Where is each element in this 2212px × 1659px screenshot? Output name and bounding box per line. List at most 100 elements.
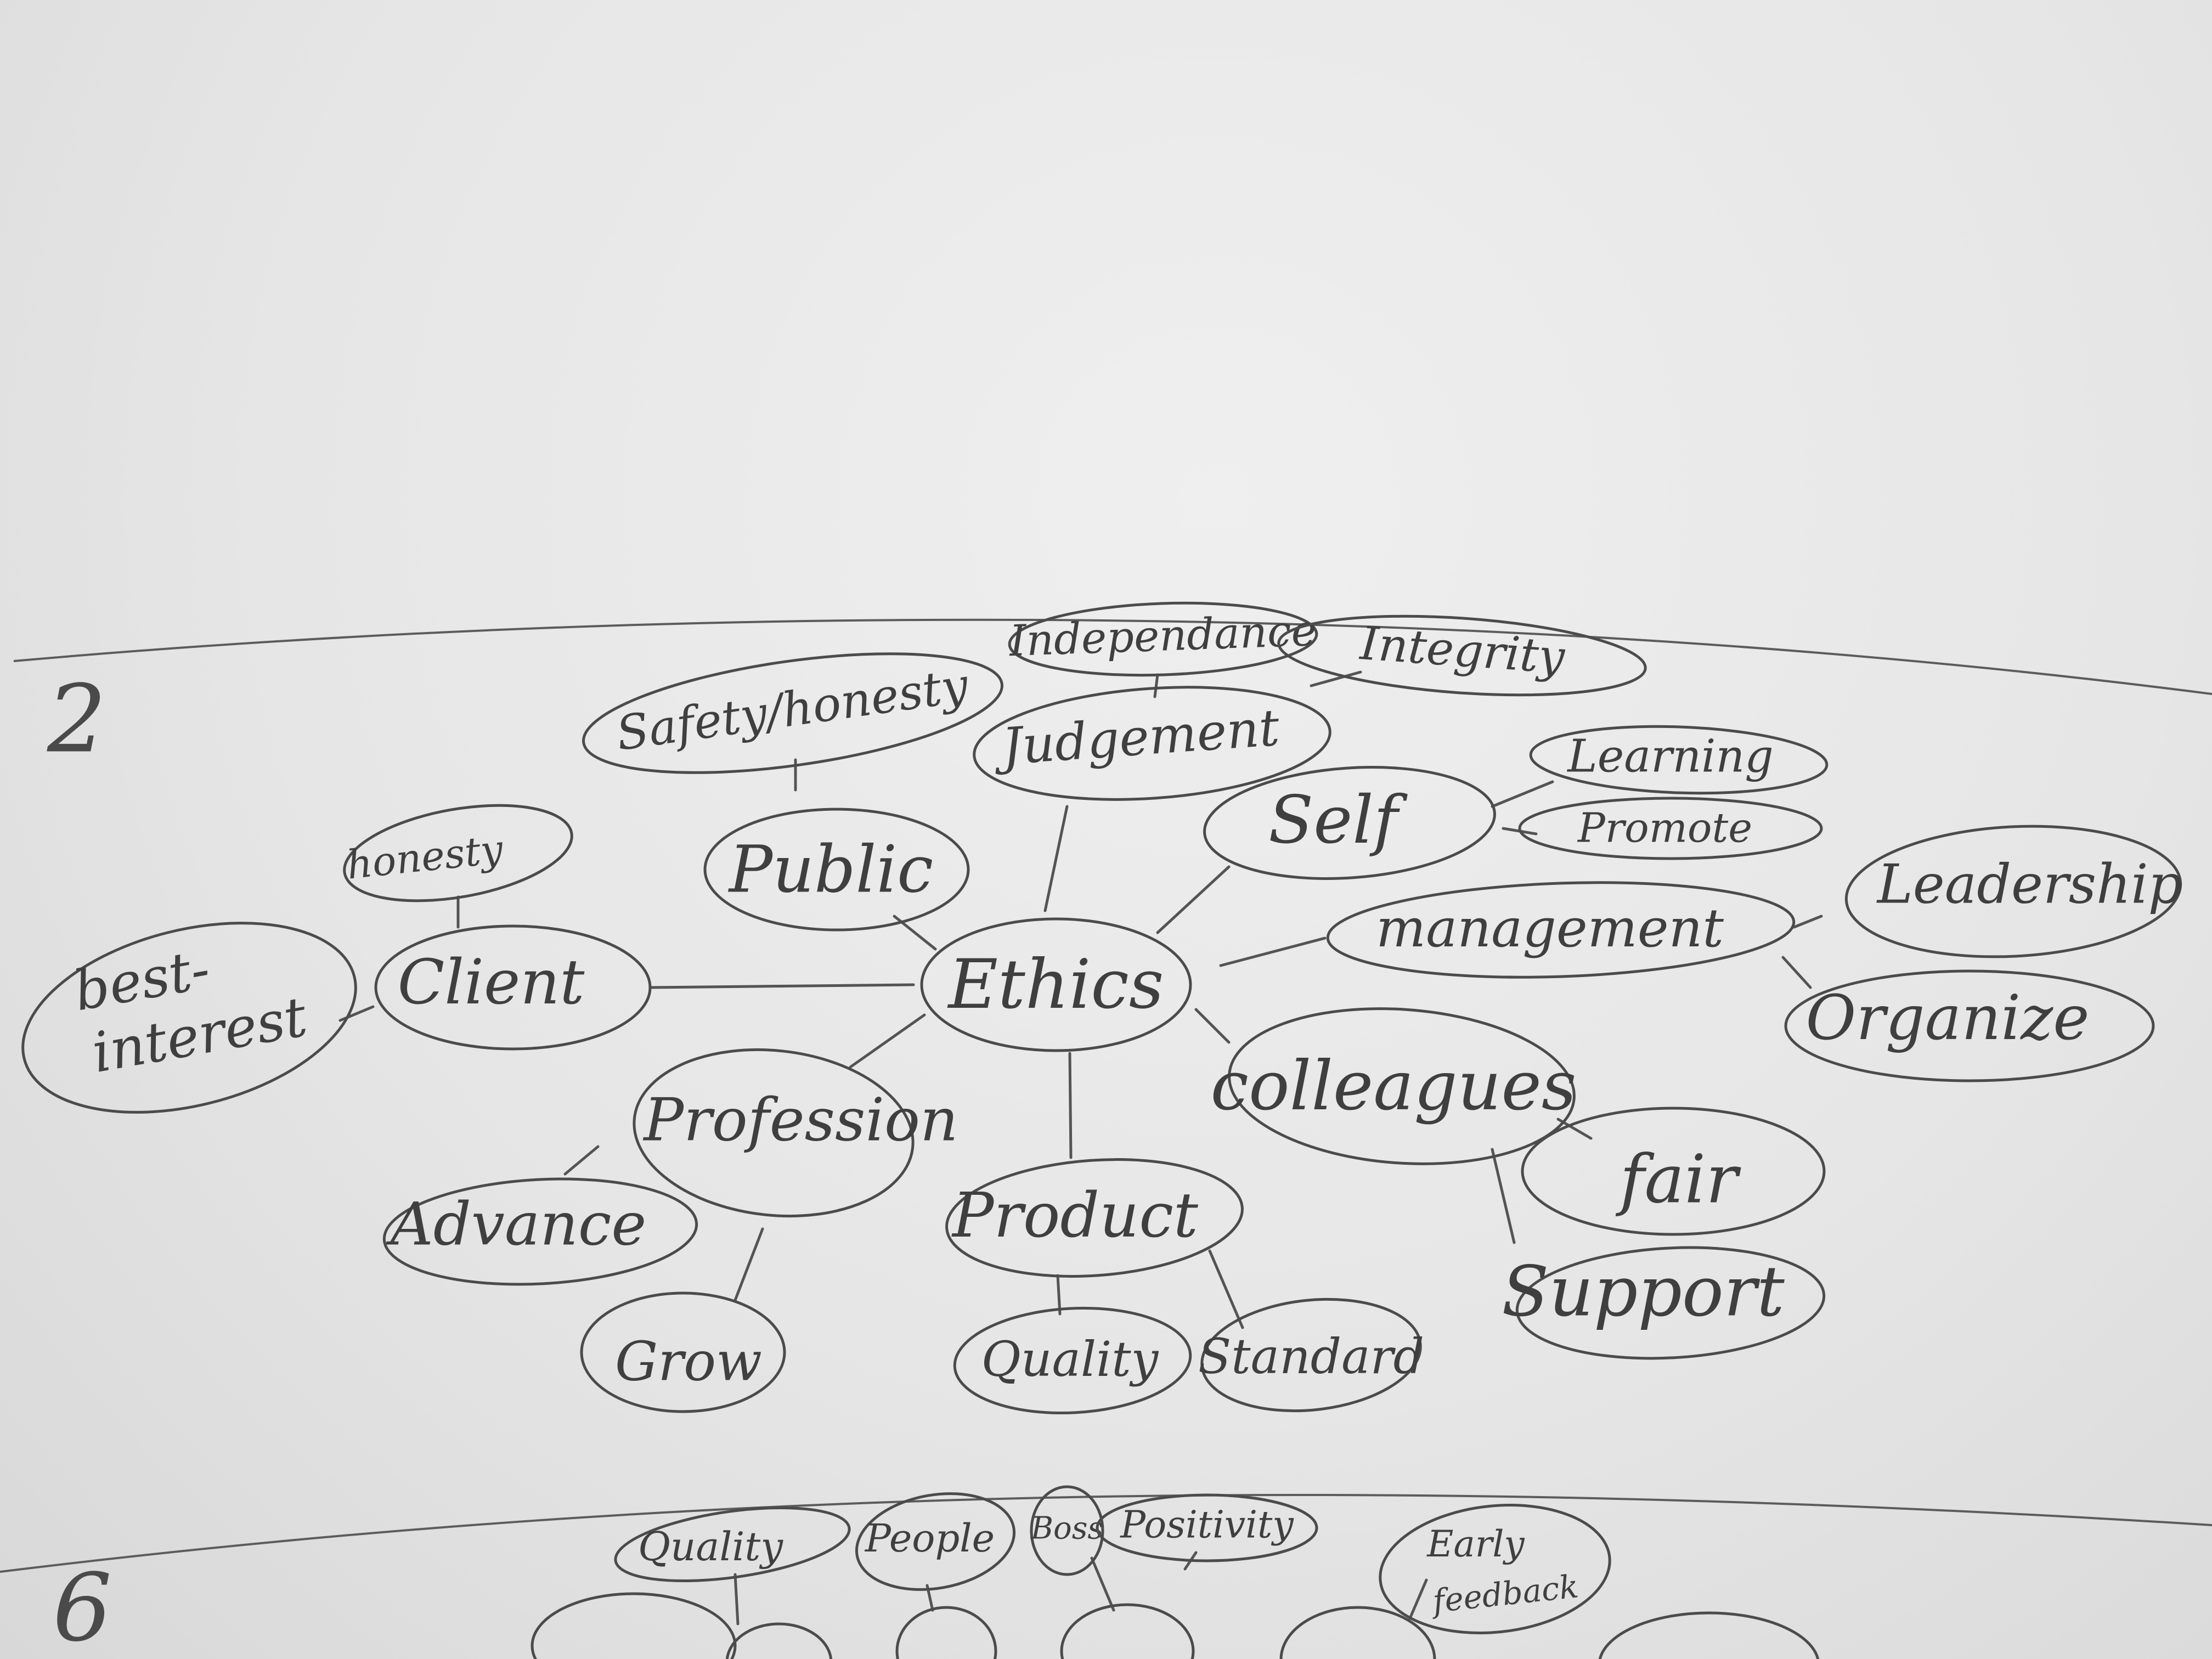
- lower-partial-node-1: [531, 1592, 737, 1659]
- node-profession: Profession: [633, 1048, 958, 1218]
- node-management-label: management: [1376, 898, 1724, 959]
- node-advance: Advance: [382, 1177, 698, 1286]
- node-support: Support: [1502, 1246, 1826, 1360]
- link-management-ethics: [1219, 936, 1327, 967]
- node-leadership-outline: [1844, 825, 2182, 958]
- node-standard: Standard: [1198, 1297, 1424, 1413]
- node-standard-label: Standard: [1198, 1328, 1424, 1385]
- section-number-2: 2: [47, 665, 106, 774]
- node-organize-outline: [1784, 969, 2155, 1082]
- link-feedback-lower: [1408, 1578, 1428, 1620]
- node-advance-label: Advance: [386, 1190, 647, 1259]
- node-lower-positivity-outline: [1096, 1493, 1318, 1562]
- node-honesty: honesty: [343, 804, 573, 902]
- link-best-interest-client: [338, 1005, 375, 1022]
- node-best-interest-outline: [21, 922, 357, 1114]
- node-leadership: Leadership: [1844, 825, 2183, 958]
- link-product-standard: [1208, 1249, 1244, 1329]
- link-colleagues-support: [1491, 1148, 1516, 1244]
- node-support-outline: [1515, 1246, 1826, 1360]
- lower-partial-nodes: [531, 1592, 1820, 1659]
- node-lower-boss-outline: [1030, 1485, 1104, 1576]
- node-lower-positivity: Positivity: [1096, 1493, 1318, 1562]
- separator-line-bottom: [0, 1493, 2212, 1573]
- link-ethics-colleagues: [1194, 1008, 1231, 1044]
- node-lower-people: People: [855, 1492, 1016, 1591]
- node-lower-early-feedback-label-line1: Early: [1426, 1523, 1525, 1565]
- link-boss-lower: [1090, 1556, 1115, 1612]
- link-ethics-profession: [849, 1013, 926, 1069]
- node-management-outline: [1326, 881, 1796, 979]
- node-ethics-outline: [920, 917, 1192, 1052]
- node-lower-people-outline: [855, 1492, 1016, 1591]
- node-colleagues-outline: [1228, 1007, 1576, 1165]
- node-advance-outline: [382, 1177, 698, 1286]
- node-quality: Quality: [953, 1306, 1192, 1415]
- node-safety-honesty-outline: [582, 652, 1003, 774]
- node-client-label: Client: [398, 947, 585, 1018]
- node-promote: Promote: [1518, 797, 1823, 860]
- node-fair-label: fair: [1615, 1141, 1741, 1218]
- node-ethics-label: Ethics: [947, 945, 1164, 1024]
- node-management: management: [1326, 881, 1796, 979]
- node-learning: Learning: [1529, 725, 1829, 795]
- node-fair-outline: [1521, 1107, 1826, 1236]
- link-client-ethics: [648, 983, 915, 989]
- node-honesty-outline: [343, 804, 573, 902]
- node-ethics[interactable]: Ethics: [920, 917, 1192, 1052]
- node-leadership-label: Leadership: [1876, 854, 2183, 916]
- link-management-leadership: [1792, 915, 1823, 929]
- node-lower-boss: Boss: [1030, 1485, 1104, 1576]
- link-management-organize: [1781, 956, 1812, 989]
- node-self-label: Self: [1268, 782, 1408, 859]
- separator-line-top: [13, 618, 2212, 695]
- lower-partial-node-5: [1279, 1606, 1436, 1659]
- node-self-outline: [1203, 766, 1496, 880]
- node-product-outline: [945, 1158, 1244, 1278]
- node-lower-quality-label: Quality: [638, 1523, 783, 1570]
- node-lower-early-feedback-outline: [1379, 1504, 1611, 1634]
- node-grow-label: Grow: [615, 1331, 762, 1393]
- node-learning-label: Learning: [1566, 731, 1773, 783]
- node-lower-early-feedback-label-line2: feedback: [1429, 1567, 1580, 1620]
- lower-partial-node-6: [1598, 1611, 1820, 1659]
- node-standard-outline: [1200, 1297, 1422, 1413]
- node-lower-quality: Quality: [614, 1506, 851, 1583]
- lower-partial-node-2: [725, 1622, 833, 1659]
- node-colleagues: colleagues: [1211, 1007, 1577, 1165]
- node-lower-quality-outline: [614, 1506, 851, 1583]
- lower-partial-node-3: [895, 1606, 997, 1659]
- node-public: Public: [703, 808, 970, 932]
- link-integrity-judgement: [1310, 670, 1362, 687]
- node-public-label: Public: [728, 832, 934, 907]
- node-independance: Independance: [1007, 601, 1318, 677]
- link-profession-advance: [563, 1145, 600, 1176]
- link-self-learning: [1491, 780, 1554, 808]
- link-product-quality: [1056, 1274, 1062, 1316]
- node-promote-label: Promote: [1577, 804, 1752, 851]
- node-integrity-outline: [1277, 614, 1647, 697]
- node-grow-outline: [580, 1291, 786, 1413]
- lower-partial-node-4: [1060, 1603, 1195, 1659]
- node-lower-positivity-label: Positivity: [1119, 1504, 1294, 1547]
- node-safety-honesty: Safety/honesty: [582, 652, 1003, 774]
- node-organize-label: Organize: [1805, 983, 2089, 1054]
- node-profession-label: Profession: [642, 1086, 958, 1154]
- node-lower-boss-label: Boss: [1030, 1511, 1103, 1547]
- node-integrity: Integrity: [1277, 614, 1647, 697]
- node-judgement-outline: [973, 686, 1331, 801]
- link-independance-judgement: [1153, 673, 1159, 698]
- node-grow: Grow: [580, 1291, 786, 1413]
- section-number-6: 6: [53, 1554, 112, 1659]
- node-profession-outline: [633, 1048, 915, 1218]
- link-self-ethics: [1156, 865, 1231, 934]
- node-product: Product: [945, 1158, 1244, 1278]
- node-organize: Organize: [1784, 969, 2155, 1082]
- link-judgement-ethics: [1043, 805, 1069, 912]
- node-client-outline: [374, 924, 652, 1051]
- node-colleagues-label: colleagues: [1211, 1047, 1577, 1126]
- node-quality-label: Quality: [981, 1331, 1159, 1387]
- node-fair: fair: [1521, 1107, 1826, 1236]
